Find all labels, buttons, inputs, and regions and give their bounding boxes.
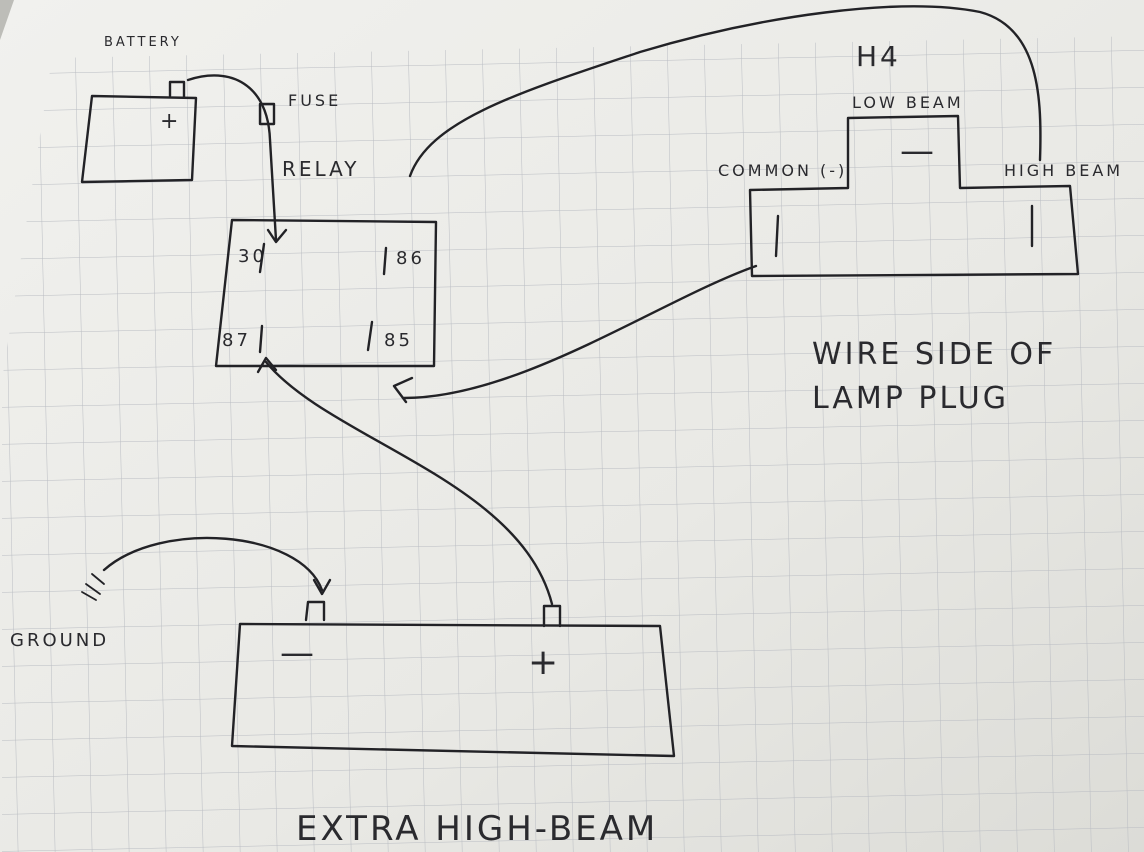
relay-pin-85: 85 bbox=[384, 330, 413, 351]
fuse-label: FUSE bbox=[288, 91, 341, 110]
relay-pin-30: 30 bbox=[238, 246, 267, 267]
lamp-minus-terminal bbox=[304, 600, 326, 622]
relay-box bbox=[214, 218, 438, 368]
low-beam-label: LOW BEAM bbox=[852, 93, 964, 112]
ground-label: GROUND bbox=[10, 630, 109, 651]
arrow-relay-30 bbox=[266, 228, 288, 244]
lamp-plug-outline bbox=[748, 114, 1080, 278]
wire-relay-86-to-high-beam bbox=[408, 5, 1042, 178]
grid-lines bbox=[2, 36, 1144, 852]
relay-pin-86: 86 bbox=[396, 248, 425, 269]
pin-86-stroke bbox=[382, 246, 388, 276]
pin-85-stroke bbox=[366, 320, 374, 352]
arrow-lamp-minus bbox=[312, 578, 332, 596]
h4-label: H4 bbox=[856, 40, 901, 73]
lamp-minus-sign: — bbox=[280, 633, 317, 673]
wire-lamp-plus-to-relay-87 bbox=[264, 360, 554, 606]
lamp-plus-terminal bbox=[542, 604, 562, 628]
extra-high-beam-lamp-box bbox=[230, 622, 676, 758]
relay-label: RELAY bbox=[282, 157, 359, 181]
pin-87-stroke bbox=[258, 324, 264, 354]
battery-terminal bbox=[168, 80, 186, 99]
battery-label: BATTERY bbox=[104, 35, 182, 50]
battery-plus: + bbox=[160, 109, 181, 134]
arrow-relay-85 bbox=[392, 376, 414, 404]
ground-symbol-line-1 bbox=[81, 591, 97, 601]
extra-high-beam-label: EXTRA HIGH-BEAM bbox=[296, 809, 658, 849]
wire-common-to-relay-85 bbox=[402, 264, 758, 400]
common-label: COMMON (-) bbox=[718, 161, 847, 180]
low-beam-pin: — bbox=[900, 131, 937, 171]
high-beam-label: HIGH BEAM bbox=[1004, 161, 1123, 180]
relay-pin-87: 87 bbox=[222, 330, 251, 351]
wire-ground-to-lamp-minus bbox=[102, 536, 324, 592]
fuse-symbol bbox=[258, 102, 276, 126]
battery-box bbox=[80, 94, 198, 184]
wire-battery-to-relay-30 bbox=[186, 74, 278, 242]
arrow-relay-87 bbox=[256, 356, 278, 374]
lamp-plus-sign: + bbox=[528, 642, 561, 683]
common-pin bbox=[774, 214, 780, 258]
pin-30-stroke bbox=[258, 242, 266, 274]
wire-side-line-1: WIRE SIDE OF bbox=[812, 337, 1056, 372]
wire-side-line-2: LAMP PLUG bbox=[812, 381, 1009, 416]
ground-symbol-line-2 bbox=[85, 583, 101, 595]
ground-symbol-line-3 bbox=[91, 573, 105, 585]
